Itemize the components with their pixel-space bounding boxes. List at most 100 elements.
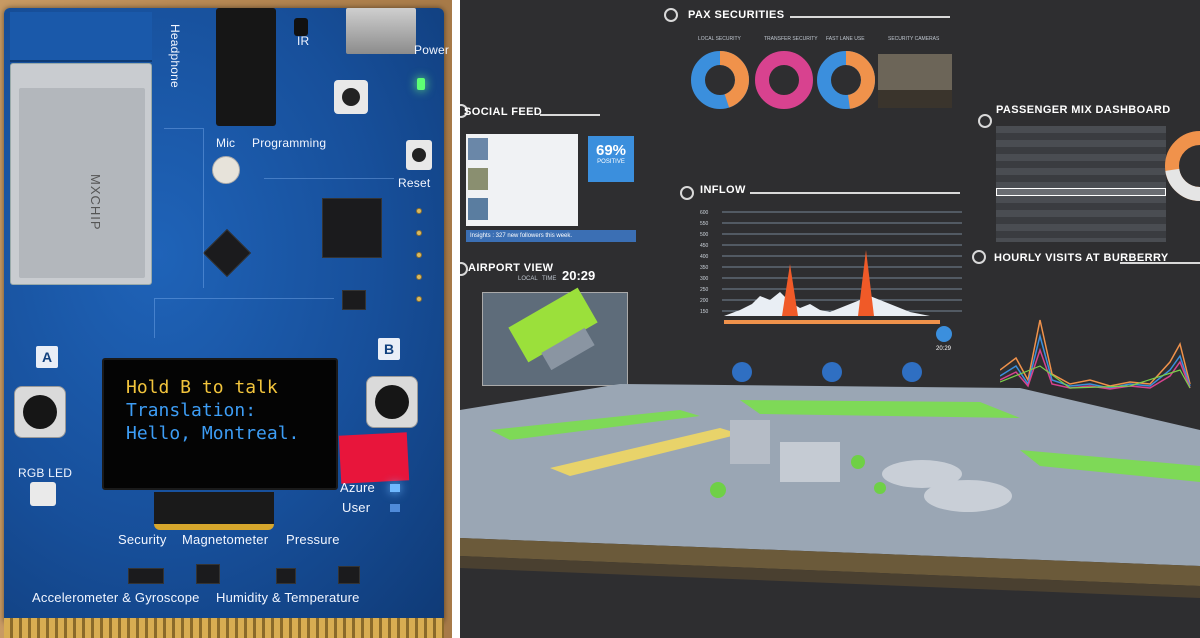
ir-led [294,18,308,36]
inflow-y-label: 250 [700,287,709,293]
inflow-ring-icon [680,186,694,200]
inflow-time: 20:29 [936,346,952,352]
burberry-chart [1000,319,1191,390]
wifi-module: MXCHIP [10,63,152,285]
action-icon-3[interactable] [902,362,922,382]
pax-donuts [691,51,952,109]
pax-title: PAX SECURITIES [688,9,785,21]
programming-button[interactable] [334,80,368,114]
inflow-y-label: 400 [700,254,709,260]
via [416,252,422,258]
edge-connector [4,618,444,638]
burberry-underline [1120,262,1200,264]
pressure-chip [338,566,360,584]
donut-local-security [691,51,749,109]
action-icon-1[interactable] [732,362,752,382]
label-button-a: A [36,346,58,368]
action-icon-2[interactable] [822,362,842,382]
oled-line-2: Translation: [126,400,257,421]
label-button-b: B [378,338,400,360]
security-chip [128,568,164,584]
positive-label: POSITIVE [597,159,625,165]
reset-button[interactable] [406,140,432,170]
label-power: Power [414,43,450,57]
pax-ring-icon [664,8,678,22]
trace [264,178,394,179]
airport-3d-model [460,384,1200,598]
trace [154,298,334,338]
oled-line-1: Hold B to talk [126,377,278,398]
inflow-y-label: 300 [700,276,709,282]
positive-badge: 69% POSITIVE [588,136,634,182]
headphone-jack [216,8,276,126]
airport-ring-icon [460,262,468,276]
label-pressure: Pressure [286,532,340,547]
airport-time-label: TIME [542,276,557,282]
social-underline [540,114,600,116]
label-ir: IR [297,34,310,48]
social-ring-icon [460,104,468,118]
label-programming: Programming [252,136,327,150]
inflow-spike [782,264,798,316]
module-logo-text: MXCHIP [88,174,103,231]
via [416,208,422,214]
button-a[interactable] [14,386,66,438]
inflow-time-marker[interactable] [936,326,952,342]
inflow-y-label: 200 [700,298,709,304]
burberry-ring-icon [972,250,986,264]
red-tape [338,432,410,484]
pax-col-4: SECURITY CAMERAS [888,36,940,42]
label-headphone: Headphone [168,24,182,88]
label-rgb-led: RGB LED [18,466,73,480]
inflow-area [724,292,930,316]
label-azure: Azure [340,480,375,495]
inflow-underline [750,192,960,194]
sensor-chip [342,290,366,310]
usb-connector [346,8,416,54]
label-humidity-temp: Humidity & Temperature [216,590,360,605]
mix-table [996,126,1166,242]
small-chip [202,228,252,278]
azure-led [390,484,400,492]
label-security: Security [118,532,167,547]
inflow-y-label: 500 [700,232,709,238]
label-mic: Mic [216,136,236,150]
label-magnetometer: Magnetometer [182,532,269,547]
via [416,296,422,302]
oled-ribbon [154,492,274,530]
devkit-photo: MXCHIP Headphone IR Power Mic Programmin… [0,0,452,638]
airport-dashboard-photo: PAX SECURITIES LOCAL SECURITY TRANSFER S… [460,0,1200,638]
pax-col-2: TRANSFER SECURITY [764,36,818,42]
pax-col-1: LOCAL SECURITY [698,36,741,42]
donut-transfer-security [755,51,813,109]
burberry-title: HOURLY VISITS AT BURBERRY [994,252,1169,264]
rgb-led [30,482,56,506]
positive-pct: 69% [595,142,627,159]
inflow-y-label: 450 [700,243,709,249]
social-feed-list [466,134,578,226]
airport-title: AIRPORT VIEW [468,262,554,274]
label-user: User [342,500,371,515]
mix-title: PASSENGER MIX DASHBOARD [996,104,1171,116]
airport-map [482,287,628,386]
label-accel-gyro: Accelerometer & Gyroscope [32,590,200,605]
oled-line-3: Hello, Montreal. [126,423,300,444]
inflow-y-label: 350 [700,265,709,271]
inflow-spike [858,250,874,316]
button-b[interactable] [366,376,418,428]
label-reset: Reset [398,176,431,190]
pcb-board: MXCHIP Headphone IR Power Mic Programmin… [4,8,449,624]
inflow-y-label: 600 [700,210,709,216]
mix-ring-icon [978,114,992,128]
mcu-chip [322,198,382,258]
humidity-chip [276,568,296,584]
inflow-timeline-bar [724,320,940,324]
magnetometer-chip [196,564,220,584]
mic-sensor [212,156,240,184]
mix-donut [1165,131,1200,201]
antenna-area [10,12,152,62]
pax-underline [790,16,950,18]
inflow-y-label: 150 [700,309,709,315]
